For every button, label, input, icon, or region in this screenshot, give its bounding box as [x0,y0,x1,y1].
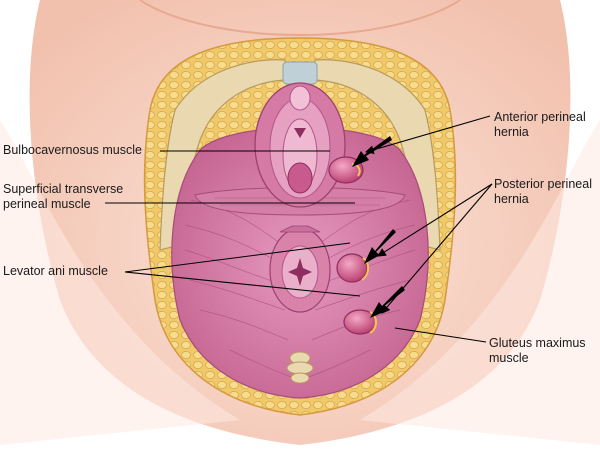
label-bulbocavernosus-text: Bulbocavernosus muscle [3,143,142,157]
label-superficial-transverse-line1: Superficial transverse [3,182,124,196]
label-levator-ani-muscle: Levator ani muscle [3,264,108,279]
vulva-region [254,82,346,208]
label-superficial-transverse-line2: perineal muscle [3,197,91,211]
label-gluteus-maximus-line1: Gluteus maximus [489,336,586,350]
label-posterior-hernia-line2: hernia [494,192,529,206]
hernias [328,156,377,335]
pelvic-bone [159,59,441,349]
leader-anterior-hernia [364,115,491,155]
leader-levator-ani-lower [124,271,361,297]
arrow-posterior-hernia-lower [370,286,405,318]
label-anterior-hernia-line1: Anterior perineal [494,110,586,124]
leader-posterior-hernia-lower [381,183,493,314]
label-levator-ani-text: Levator ani muscle [3,264,108,278]
leader-gluteus-maximus [394,327,487,343]
label-anterior-perineal-hernia: Anterior perineal hernia [494,110,586,140]
label-gluteus-maximus-muscle: Gluteus maximus muscle [489,336,586,366]
label-posterior-hernia-line1: Posterior perineal [494,177,592,191]
label-gluteus-maximus-line2: muscle [489,351,529,365]
coccyx [286,351,314,384]
label-posterior-perineal-hernia: Posterior perineal hernia [494,177,592,207]
leader-lines [105,115,493,343]
label-bulbocavernosus-muscle: Bulbocavernosus muscle [3,143,142,158]
leader-posterior-hernia-upper [377,183,493,257]
posterior-hernia-sac-upper [336,253,368,283]
label-anterior-hernia-line2: hernia [494,125,529,139]
label-superficial-transverse-perineal-muscle: Superficial transverse perineal muscle [3,182,123,212]
leader-levator-ani-upper [124,242,351,273]
arrow-posterior-hernia-upper [364,229,396,264]
